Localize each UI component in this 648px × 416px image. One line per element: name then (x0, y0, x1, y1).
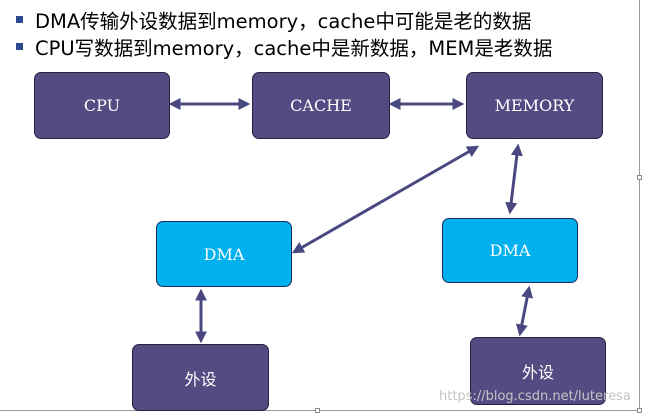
bullet-square-icon (16, 16, 23, 23)
bullet-text: DMA传输外设数据到memory，cache中可能是老的数据 (35, 10, 532, 33)
resize-handle-corner[interactable] (637, 408, 642, 413)
dma-left-box: DMA (156, 221, 292, 287)
peripheral-right-label: 外设 (521, 363, 554, 382)
bullet-list: DMA传输外设数据到memory，cache中可能是老的数据 CPU写数据到me… (16, 6, 646, 60)
peripheral-right-box: 外设 (470, 337, 606, 405)
bullet-item: DMA传输外设数据到memory，cache中可能是老的数据 (16, 6, 646, 33)
peripheral-left-box: 外设 (132, 344, 269, 411)
dma-left-label: DMA (203, 244, 245, 264)
peripheral-left-label: 外设 (184, 369, 217, 389)
bullet-text: CPU写数据到memory，cache中是新数据，MEM是老数据 (35, 37, 553, 60)
memory-label: MEMORY (494, 96, 575, 115)
bullet-item: CPU写数据到memory，cache中是新数据，MEM是老数据 (16, 33, 646, 60)
slide-border (0, 0, 640, 411)
arrow-memory-dma-left (291, 145, 480, 254)
dma-right-box: DMA (442, 218, 578, 283)
cpu-box: CPU (34, 72, 170, 139)
watermark-url: https://blog.csdn.net/luteresa (439, 389, 631, 404)
memory-box: MEMORY (466, 72, 603, 139)
resize-handle-right[interactable] (637, 175, 642, 180)
arrow-memory-dma-right (505, 143, 523, 215)
cache-box: CACHE (252, 72, 390, 139)
cache-label: CACHE (290, 96, 352, 115)
resize-handle-bottom[interactable] (315, 408, 320, 413)
cpu-label: CPU (83, 96, 121, 115)
bullet-square-icon (16, 43, 23, 50)
dma-right-label: DMA (489, 241, 531, 260)
arrow-dma-right-peripheral (515, 285, 534, 337)
